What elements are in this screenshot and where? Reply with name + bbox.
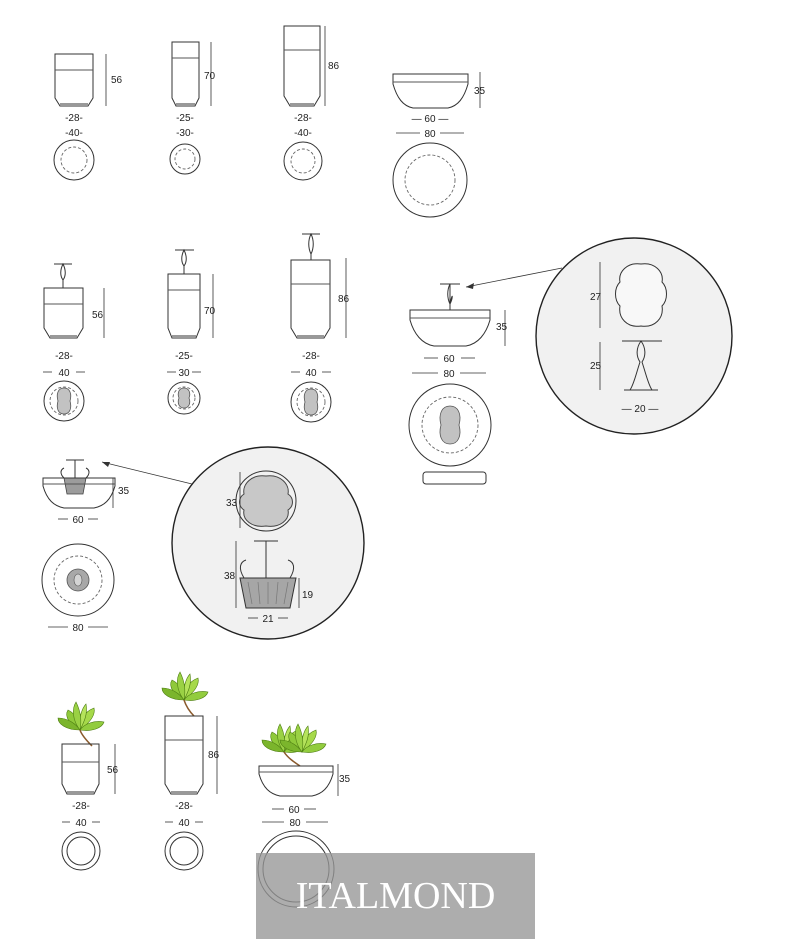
base-width-label: -28- — [302, 351, 320, 362]
base-width-label: — 60 — — [412, 114, 449, 125]
base-width-label: -25- — [176, 113, 194, 124]
base-width-label: -28- — [55, 351, 73, 362]
mirror-detail-callout: 27 25 — 20 — — [465, 237, 733, 435]
pot-86-mirror: 86 -28- 40 — [290, 232, 350, 423]
pot-86-plain: 86 -28- -40- — [283, 25, 340, 181]
top-width-label: -40- — [294, 128, 312, 139]
stand-height-label: 25 — [590, 361, 602, 372]
height-label: 70 — [204, 71, 216, 82]
top-width-label: 40 — [305, 368, 317, 379]
base-width-label: -28- — [72, 801, 90, 812]
height-label: 86 — [208, 750, 220, 761]
height-label: 56 — [111, 75, 123, 86]
base-width-label: -25- — [175, 351, 193, 362]
bowl-35-mirror: 35 60 80 — [408, 283, 508, 485]
height-label: 35 — [118, 486, 130, 497]
top-width-label: 40 — [75, 818, 87, 829]
base-width-label: -28- — [175, 801, 193, 812]
pot-70-plain: 70 -25- -30- — [169, 41, 216, 175]
basket-width-label: 21 — [262, 614, 274, 625]
base-width-label: -28- — [65, 113, 83, 124]
pot-56-plant: 56 -28- 40 — [57, 701, 119, 871]
pot-86-plant: 86 -28- 40 — [161, 671, 220, 871]
pot-56-mirror: 56 -28- 40 — [43, 262, 105, 422]
top-width-label: -30- — [176, 128, 194, 139]
base-width-label: 60 — [443, 354, 455, 365]
height-label: 35 — [339, 774, 351, 785]
top-width-label: 30 — [178, 368, 190, 379]
top-width-label: 80 — [289, 818, 301, 829]
bowl-35-basket: 35 60 80 — [41, 459, 130, 634]
height-label: 35 — [496, 322, 508, 333]
total-height-label: 38 — [224, 571, 236, 582]
pot-56-plain: 56 -28- -40- — [53, 53, 123, 181]
height-label: 56 — [107, 765, 119, 776]
base-width-label: 60 — [72, 515, 84, 526]
height-label: 86 — [338, 294, 350, 305]
basket-detail-callout: 33 38 19 21 — [101, 446, 365, 640]
height-label: 35 — [474, 86, 486, 97]
base-width-label: -28- — [294, 113, 312, 124]
top-width-label: -40- — [65, 128, 83, 139]
mirror-height-label: 33 — [226, 498, 238, 509]
top-width-label: 80 — [424, 129, 436, 140]
base-width-label: — 20 — — [622, 404, 659, 415]
bowl-35-plain: 35 — 60 — 80 — [392, 72, 486, 218]
italmond-watermark: ITALMOND — [256, 853, 535, 939]
top-width-label: 80 — [443, 369, 455, 380]
pot-70-mirror: 70 -25- 30 — [167, 248, 216, 415]
top-width-label: 80 — [72, 623, 84, 634]
basket-height-label: 19 — [302, 590, 314, 601]
base-width-label: 60 — [288, 805, 300, 816]
mirror-height-label: 27 — [590, 292, 602, 303]
height-label: 86 — [328, 61, 340, 72]
top-width-label: 40 — [178, 818, 190, 829]
height-label: 56 — [92, 310, 104, 321]
height-label: 70 — [204, 306, 216, 317]
top-width-label: 40 — [58, 368, 70, 379]
